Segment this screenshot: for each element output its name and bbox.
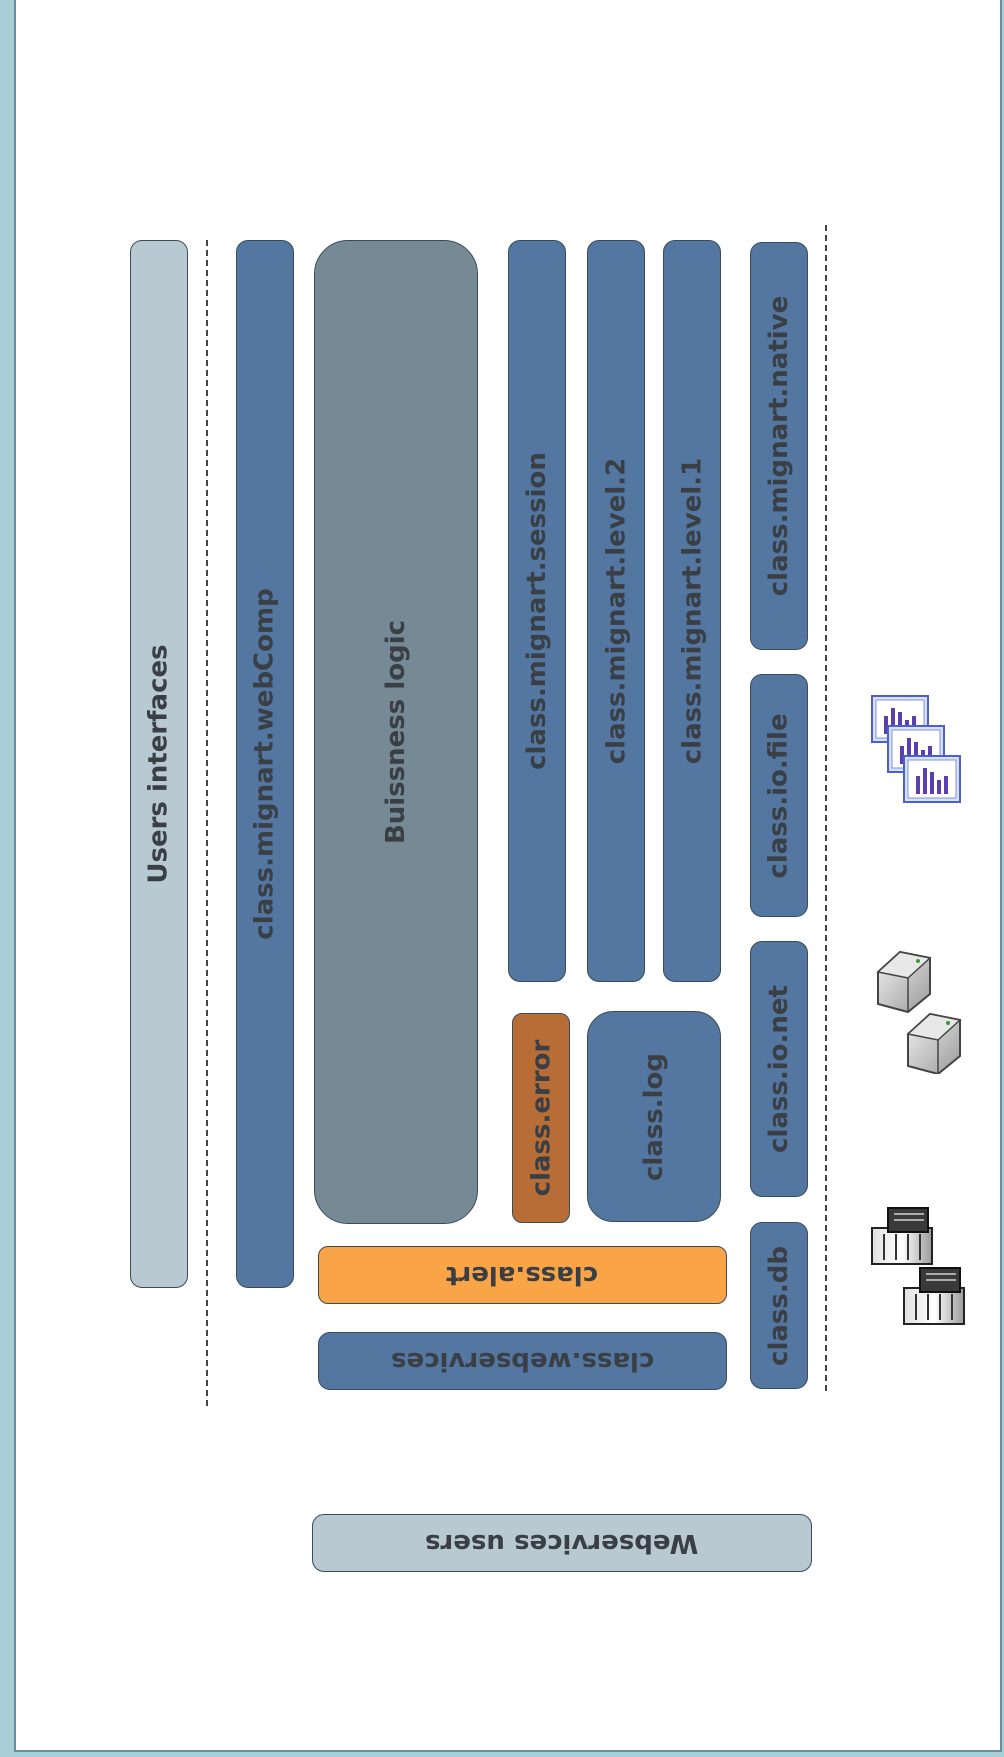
- db-block: class.db: [750, 1222, 808, 1389]
- session-block: class.mignart.session: [508, 240, 566, 982]
- webservices-users-label: Webservices users: [425, 1528, 699, 1558]
- error-block: class.error: [512, 1013, 570, 1223]
- level1-label: class.mignart.level.1: [677, 457, 708, 765]
- db-label: class.db: [764, 1245, 795, 1366]
- io-file-label: class.io.file: [764, 712, 795, 879]
- webcomp-label: class.mignart.webComp: [250, 588, 280, 940]
- session-label: class.mignart.session: [522, 452, 552, 770]
- webservices-block: class.webservices: [318, 1332, 727, 1390]
- webcomp-block: class.mignart.webComp: [236, 240, 294, 1288]
- database-pair-icon: [870, 1204, 970, 1332]
- business-logic-label: Buissness logic: [381, 619, 412, 845]
- error-label: class.error: [526, 1039, 557, 1197]
- log-block: class.log: [587, 1011, 721, 1222]
- level1-block: class.mignart.level.1: [663, 240, 721, 982]
- users-interfaces-label: Users interfaces: [144, 644, 175, 884]
- io-net-block: class.io.net: [750, 941, 808, 1197]
- native-block: class.mignart.native: [750, 242, 808, 650]
- separator-io: [825, 225, 827, 1391]
- separator-ui: [206, 240, 208, 1406]
- file-stack-icon: [870, 694, 966, 806]
- native-label: class.mignart.native: [764, 295, 795, 597]
- io-file-block: class.io.file: [750, 674, 808, 917]
- webservices-label: class.webservices: [390, 1346, 655, 1376]
- level2-label: class.mignart.level.2: [601, 457, 632, 765]
- log-label: class.log: [639, 1052, 669, 1181]
- server-pair-icon: [874, 944, 968, 1076]
- alert-block: class.alert: [318, 1246, 727, 1304]
- alert-label: class.alert: [446, 1260, 599, 1290]
- users-interfaces-block: Users interfaces: [130, 240, 188, 1288]
- webservices-users-block: Webservices users: [312, 1514, 812, 1572]
- level2-block: class.mignart.level.2: [587, 240, 645, 982]
- io-net-label: class.io.net: [764, 985, 795, 1153]
- business-logic-block: Buissness logic: [314, 240, 478, 1224]
